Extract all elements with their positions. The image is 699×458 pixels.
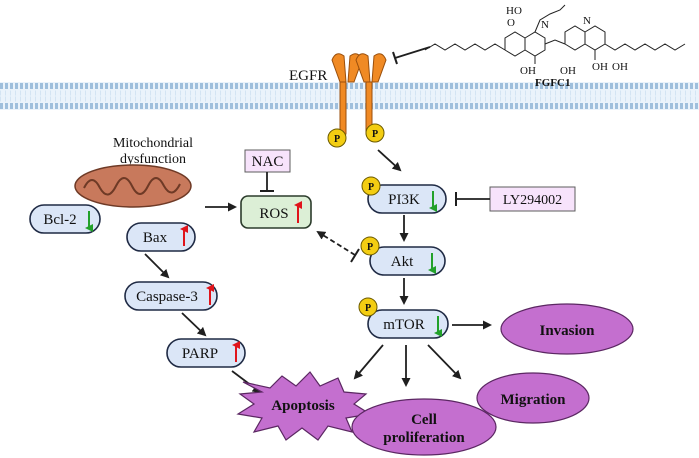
bax-to-caspase-arrow [144,253,170,279]
pi3k-label: PI3K [388,192,420,208]
akt-node [369,246,446,276]
fgfc1-atom-oh4: OH [612,61,628,73]
egfr-to-pi3k-arrow [377,149,402,172]
svg-text:P: P [372,129,378,140]
caspase-to-parp-arrow [181,312,207,337]
ros-box [240,195,312,229]
nac-label: NAC [252,154,284,170]
proliferation-label-line1: Cell [411,412,437,428]
caspase3-node [124,281,218,311]
ly294002-label: LY294002 [503,193,562,208]
ros-label: ROS [259,206,288,222]
fgfc1-label: FGFC1 [535,77,570,89]
mtor-to-apoptosis-arrow [353,344,384,380]
svg-text:P: P [368,182,374,193]
svg-text:P: P [334,134,340,145]
akt-label: Akt [391,254,414,270]
mtor-phospho: P [358,297,378,317]
fgfc1-atom-ho: HO [506,5,522,17]
mtor-to-migration-arrow [427,344,462,380]
ros-akt-dashed-link [316,230,360,263]
pi3k-phospho: P [361,176,381,196]
fgfc1-atom-o: O [507,17,515,29]
migration-outcome [476,372,590,424]
migration-label: Migration [501,392,567,408]
mito-label-line2: dysfunction [120,152,186,167]
fgfc1-structure [424,4,686,64]
egfr-label: EGFR [289,68,327,84]
akt-phospho: P [360,236,380,256]
parp-node [166,338,246,368]
fgfc1-atom-n2: N [583,15,591,27]
mtor-label: mTOR [383,317,424,333]
caspase3-label: Caspase-3 [136,289,198,305]
invasion-label: Invasion [539,323,595,339]
bcl2-node [29,204,101,234]
apoptosis-label: Apoptosis [271,398,335,414]
svg-text:P: P [365,303,371,314]
cell-membrane [0,82,699,110]
mito-label-line1: Mitochondrial [113,136,193,151]
proliferation-outcome [351,398,497,456]
fgfc1-atom-oh1: OH [520,65,536,77]
egfr-phospho-left: P [327,128,347,148]
bax-node [126,222,196,252]
bcl2-label: Bcl-2 [43,212,76,228]
bax-label: Bax [143,230,168,246]
mtor-node [367,309,449,339]
apoptosis-outcome [236,371,372,441]
fgfc1-atom-oh3: OH [592,61,608,73]
nac-inhibits-ros [260,172,274,192]
fgfc1-atom-n1: N [541,19,549,31]
svg-text:P: P [367,242,373,253]
mitochondria-icon [74,164,192,208]
parp-label: PARP [182,346,218,362]
proliferation-label-line2: proliferation [383,430,465,446]
fgfc1-inhibition [392,46,431,65]
fgfc1-atom-oh2: OH [560,65,576,77]
ly-inhibits-pi3k [455,192,490,206]
invasion-outcome [500,303,634,355]
pi3k-node [367,184,447,214]
egfr-phospho-right: P [365,123,385,143]
